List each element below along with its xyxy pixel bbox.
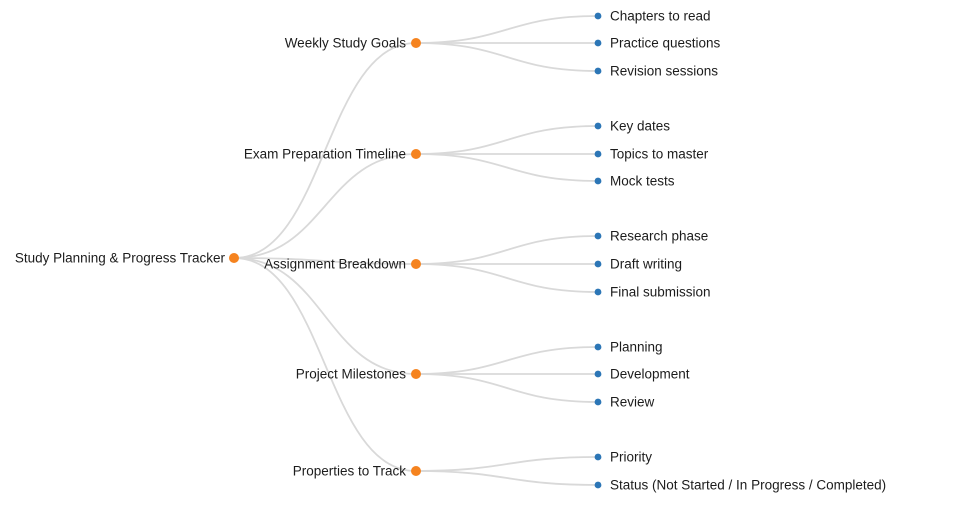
link-root-properties — [233, 257, 417, 472]
leaf-label-status[interactable]: Status (Not Started / In Progress / Comp… — [610, 477, 886, 492]
branch-dot-exam[interactable] — [411, 149, 421, 159]
leaf-dot-draft[interactable] — [594, 260, 602, 268]
branch-label-weekly[interactable]: Weekly Study Goals — [285, 35, 407, 50]
leaf-dot-priority[interactable] — [594, 453, 602, 461]
leaf-dot-status[interactable] — [594, 481, 602, 489]
node-labels: Study Planning & Progress Tracker Weekly… — [15, 8, 886, 492]
branch-label-assignment[interactable]: Assignment Breakdown — [264, 256, 406, 271]
link-project-review — [415, 373, 599, 403]
leaf-dot-final[interactable] — [594, 288, 602, 296]
leaf-dot-topics[interactable] — [594, 150, 602, 158]
leaf-label-chapters[interactable]: Chapters to read — [610, 8, 711, 23]
link-weekly-chapters — [415, 15, 599, 44]
root-node-label[interactable]: Study Planning & Progress Tracker — [15, 250, 226, 265]
root-node-dot[interactable] — [229, 253, 239, 263]
leaf-dot-development[interactable] — [594, 370, 602, 378]
leaf-label-practice[interactable]: Practice questions — [610, 35, 721, 50]
branch-dot-assignment[interactable] — [411, 259, 421, 269]
branch-label-project[interactable]: Project Milestones — [296, 366, 407, 381]
leaf-label-priority[interactable]: Priority — [610, 449, 652, 464]
link-root-exam — [233, 153, 417, 259]
link-project-planning — [415, 346, 599, 375]
node-dots — [229, 12, 602, 489]
link-root-weekly — [233, 42, 417, 259]
leaf-label-review[interactable]: Review — [610, 394, 655, 409]
branch-dot-weekly[interactable] — [411, 38, 421, 48]
leaf-label-planning[interactable]: Planning — [610, 339, 663, 354]
leaf-label-revision[interactable]: Revision sessions — [610, 63, 718, 78]
leaf-dot-revision[interactable] — [594, 67, 602, 75]
link-assignment-research — [415, 235, 599, 265]
leaf-dot-mock[interactable] — [594, 177, 602, 185]
link-properties-priority — [415, 456, 599, 472]
link-properties-status — [415, 470, 599, 486]
leaf-label-research[interactable]: Research phase — [610, 228, 708, 243]
branch-label-exam[interactable]: Exam Preparation Timeline — [244, 146, 406, 161]
leaf-dot-planning[interactable] — [594, 343, 602, 351]
leaf-label-development[interactable]: Development — [610, 366, 690, 381]
link-exam-mock — [415, 153, 599, 182]
leaf-label-keydates[interactable]: Key dates — [610, 118, 670, 133]
leaf-label-topics[interactable]: Topics to master — [610, 146, 709, 161]
link-root-project — [233, 257, 417, 375]
branch-dot-project[interactable] — [411, 369, 421, 379]
leaf-dot-review[interactable] — [594, 398, 602, 406]
branch-links — [415, 15, 599, 486]
leaf-dot-chapters[interactable] — [594, 12, 602, 20]
leaf-label-draft[interactable]: Draft writing — [610, 256, 682, 271]
link-exam-keydates — [415, 125, 599, 155]
branch-label-properties[interactable]: Properties to Track — [293, 463, 407, 478]
branch-dot-properties[interactable] — [411, 466, 421, 476]
leaf-dot-practice[interactable] — [594, 39, 602, 47]
leaf-label-mock[interactable]: Mock tests — [610, 173, 675, 188]
leaf-label-final[interactable]: Final submission — [610, 284, 711, 299]
link-assignment-final — [415, 263, 599, 293]
root-links — [233, 42, 417, 472]
link-weekly-revision — [415, 42, 599, 72]
leaf-dot-research[interactable] — [594, 232, 602, 240]
link-root-assignment — [233, 257, 417, 265]
leaf-dot-keydates[interactable] — [594, 122, 602, 130]
